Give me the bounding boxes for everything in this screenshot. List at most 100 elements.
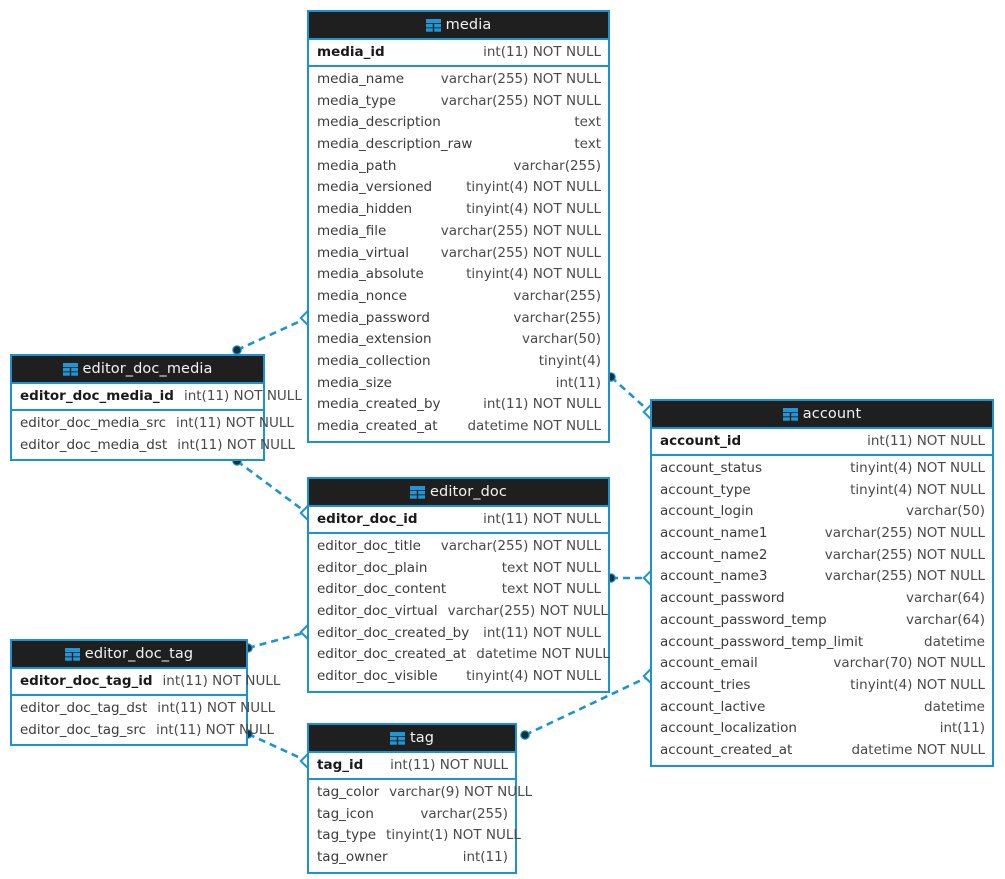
entity-pk-section-tag: tag_id int(11) NOT NULL xyxy=(309,751,515,780)
table-icon xyxy=(782,404,798,421)
entity-pk-section-editor-doc-media: editor_doc_media_id int(11) NOT NULL xyxy=(12,382,302,411)
column-type: varchar(64) xyxy=(905,611,985,628)
column-name: media_password xyxy=(317,309,430,326)
column-type: int(11) NOT NULL xyxy=(483,396,601,413)
column-row: editor_doc_title varchar(255) NOT NULL xyxy=(309,536,608,558)
entity-account[interactable]: account account_id int(11) NOT NULL acco… xyxy=(650,399,994,767)
column-row: media_created_by int(11) NOT NULL xyxy=(309,394,608,416)
table-icon xyxy=(425,15,441,32)
column-name: tag_icon xyxy=(317,805,374,822)
column-type: varchar(255) NOT NULL xyxy=(824,546,985,563)
column-name: media_description_raw xyxy=(317,136,473,153)
pk-type: int(11) NOT NULL xyxy=(183,388,302,404)
entity-media[interactable]: media media_id int(11) NOT NULL media_na… xyxy=(307,10,610,443)
column-type: varchar(70) NOT NULL xyxy=(833,655,985,672)
column-row: account_email varchar(70) NOT NULL xyxy=(652,653,992,675)
column-name: account_email xyxy=(660,655,758,672)
pk-row: account_id int(11) NOT NULL xyxy=(652,429,992,454)
column-name: media_size xyxy=(317,374,392,391)
column-name: editor_doc_plain xyxy=(317,559,428,576)
column-name: media_description xyxy=(317,114,441,131)
entity-header-editor-doc-media: editor_doc_media xyxy=(12,356,263,382)
column-name: media_created_by xyxy=(317,396,441,413)
relationship-line xyxy=(247,630,308,650)
relationship-line xyxy=(610,376,651,413)
column-type: varchar(255) NOT NULL xyxy=(440,244,601,261)
column-type: int(11) NOT NULL xyxy=(156,721,274,738)
column-type: int(11) NOT NULL xyxy=(176,415,294,431)
column-row: media_description text xyxy=(309,112,608,134)
column-type: varchar(64) xyxy=(905,590,985,607)
pk-name: editor_doc_id xyxy=(317,511,418,527)
entity-pk-section-editor-doc: editor_doc_id int(11) NOT NULL xyxy=(309,505,608,534)
column-type: varchar(50) xyxy=(521,331,601,348)
column-type: tinyint(4) NOT NULL xyxy=(850,460,985,476)
column-name: account_created_at xyxy=(660,741,793,758)
pk-row: tag_id int(11) NOT NULL xyxy=(309,753,515,778)
relationship-editor_doc-to-account xyxy=(606,570,658,586)
relationship-dot-marker xyxy=(232,345,242,355)
column-row: tag_color varchar(9) NOT NULL xyxy=(309,782,532,804)
pk-name: editor_doc_media_id xyxy=(20,388,174,404)
column-name: editor_doc_title xyxy=(317,538,421,554)
column-type: text xyxy=(574,114,601,131)
column-name: editor_doc_media_dst xyxy=(20,436,168,453)
entity-header-editor-doc: editor_doc xyxy=(309,479,608,505)
column-name: editor_doc_created_by xyxy=(317,624,470,641)
entity-title: tag xyxy=(409,730,435,746)
entity-editor-doc[interactable]: editor_doc editor_doc_id int(11) NOT NUL… xyxy=(307,477,610,693)
column-type: datetime NOT NULL xyxy=(476,646,610,663)
entity-editor-doc-tag[interactable]: editor_doc_tag editor_doc_tag_id int(11)… xyxy=(10,639,280,747)
pk-name: tag_id xyxy=(317,757,364,773)
column-type: int(11) xyxy=(462,849,508,866)
column-name: tag_type xyxy=(317,827,377,844)
column-name: media_file xyxy=(317,222,387,239)
pk-type: int(11) NOT NULL xyxy=(162,673,281,689)
column-name: account_type xyxy=(660,481,751,498)
column-name: tag_color xyxy=(317,784,380,800)
column-type: text xyxy=(574,136,601,153)
column-name: media_absolute xyxy=(317,266,424,283)
column-name: media_virtual xyxy=(317,244,409,261)
column-type: tinyint(4) NOT NULL xyxy=(850,676,985,693)
column-type: varchar(9) NOT NULL xyxy=(389,784,533,800)
column-name: editor_doc_virtual xyxy=(317,603,438,620)
column-name: media_versioned xyxy=(317,179,433,196)
entity-tag[interactable]: tag tag_id int(11) NOT NULL tag_color var… xyxy=(307,723,532,874)
table-icon xyxy=(62,359,78,376)
pk-name: editor_doc_tag_id xyxy=(20,673,153,689)
column-name: media_name xyxy=(317,71,405,87)
entity-title: editor_doc_media xyxy=(82,361,213,377)
column-type: int(11) xyxy=(939,720,985,737)
column-type: varchar(255) NOT NULL xyxy=(440,538,601,554)
entity-editor-doc-media[interactable]: editor_doc_media editor_doc_media_id int… xyxy=(10,354,302,462)
